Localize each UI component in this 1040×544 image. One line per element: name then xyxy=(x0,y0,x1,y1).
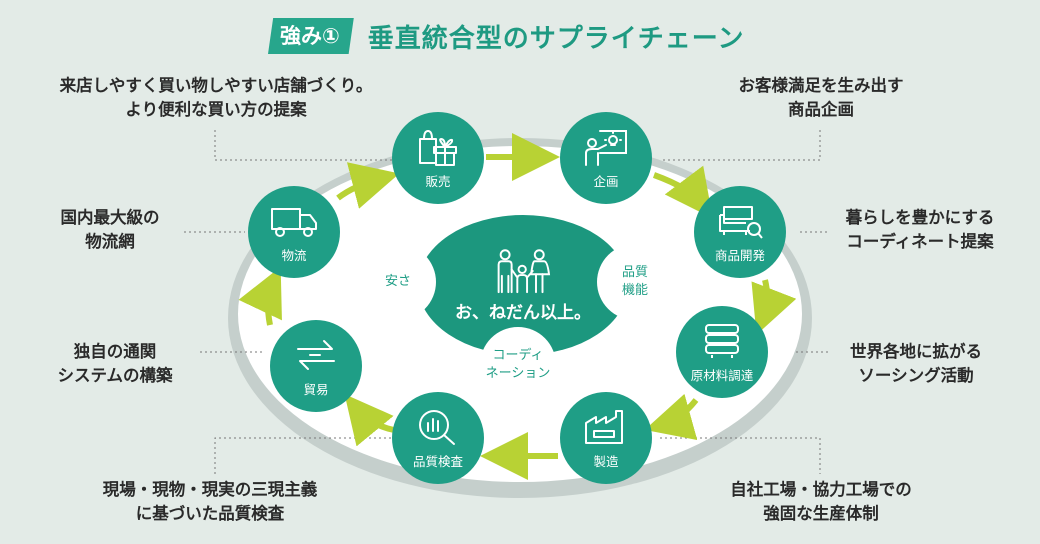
material-stack-icon xyxy=(705,323,739,358)
step-label: 貿易 xyxy=(303,381,329,397)
note-line: 来店しやすく買い物しやすい店舗づくり。 xyxy=(59,76,373,95)
step-inspection: 品質検査 xyxy=(392,392,484,484)
arrow-logistics-sales xyxy=(336,162,400,209)
note-trade: 独自の通関 システムの構築 xyxy=(40,340,190,388)
note-line: 強固な生産体制 xyxy=(763,504,879,523)
step-planning: 企画 xyxy=(560,112,652,204)
value-label: 機能 xyxy=(621,283,648,298)
note-line: 現場・現物・現実の三現主義 xyxy=(102,480,318,499)
value-label: 安さ xyxy=(384,274,411,289)
step-development: 商品開発 xyxy=(694,186,786,278)
note-inspection: 現場・現物・現実の三現主義 に基づいた品質検査 xyxy=(60,478,360,526)
note-line: 暮らしを豊かにする xyxy=(845,208,995,227)
note-manufacturing: 自社工場・協力工場での 強固な生産体制 xyxy=(706,478,936,526)
arrow-materials-manufacturing xyxy=(644,393,699,441)
step-label: 物流 xyxy=(281,247,307,263)
value-coordination: コーディ ネーション xyxy=(480,327,556,403)
step-label: 製造 xyxy=(593,453,619,469)
value-label: 品質 xyxy=(621,265,648,280)
leader-manufacturing xyxy=(660,437,821,474)
step-label: 商品開発 xyxy=(714,247,765,263)
note-line: 国内最大級の xyxy=(60,208,160,227)
shopping-gift-icon xyxy=(419,129,457,166)
note-line: 世界各地に拡がる xyxy=(850,342,982,361)
note-line: に基づいた品質検査 xyxy=(135,504,285,523)
note-line: お客様満足を生み出す xyxy=(738,76,904,95)
arrow-trade-logistics xyxy=(238,266,282,326)
note-line: より便利な買い方の提案 xyxy=(125,100,307,119)
title-text: 垂直統合型のサプライチェーン xyxy=(367,23,745,54)
leader-sales xyxy=(214,130,398,161)
arrow-development-materials xyxy=(751,279,797,335)
step-logistics: 物流 xyxy=(248,186,340,278)
family-icon xyxy=(497,248,551,293)
note-planning: お客様満足を生み出す 商品企画 xyxy=(716,74,926,122)
leader-planning xyxy=(660,130,821,161)
note-line: ソーシング活動 xyxy=(858,366,974,385)
idea-presenter-icon xyxy=(585,129,627,166)
step-label: 品質検査 xyxy=(412,453,463,469)
note-sales: 来店しやすく買い物しやすい店舗づくり。 より便利な買い方の提案 xyxy=(46,74,386,122)
chart-magnifier-icon xyxy=(419,409,455,445)
step-trade: 貿易 xyxy=(270,320,362,412)
step-label: 原材料調達 xyxy=(690,367,754,383)
factory-icon xyxy=(585,409,623,444)
step-sales: 販売 xyxy=(392,112,484,204)
note-development: 暮らしを豊かにする コーディネート提案 xyxy=(820,206,1020,254)
value-label: ネーション xyxy=(485,366,551,381)
note-logistics: 国内最大級の 物流網 xyxy=(40,206,180,254)
value-label: コーディ xyxy=(492,348,544,363)
step-label: 企画 xyxy=(593,173,619,189)
truck-icon xyxy=(271,207,317,237)
flow-arrows xyxy=(238,133,797,480)
arrow-inspection-trade xyxy=(344,394,395,447)
sofa-magnifier-icon xyxy=(719,205,763,239)
value-safety: 安さ xyxy=(360,244,436,320)
note-line: 自社工場・協力工場での xyxy=(730,480,912,499)
leader-lines xyxy=(184,130,830,474)
leader-inspection xyxy=(214,437,396,474)
arrow-planning-development xyxy=(652,165,713,219)
value-quality: 品質 機能 xyxy=(597,244,673,320)
exchange-arrows-icon xyxy=(297,339,335,370)
diagram-title: 強み① 垂直統合型のサプライチェーン xyxy=(268,16,744,56)
step-label: 販売 xyxy=(425,173,451,189)
strength-badge: 強み① xyxy=(268,18,354,54)
note-line: 物流網 xyxy=(85,232,135,251)
step-manufacturing: 製造 xyxy=(560,392,652,484)
note-materials: 世界各地に拡がる ソーシング活動 xyxy=(826,340,1006,388)
step-materials: 原材料調達 xyxy=(676,306,768,398)
note-line: 独自の通関 xyxy=(73,342,157,361)
note-line: システムの構築 xyxy=(57,366,173,385)
note-line: コーディネート提案 xyxy=(846,232,994,251)
note-line: 商品企画 xyxy=(788,100,854,119)
hub-slogan: お、ねだん以上。 xyxy=(455,302,591,323)
